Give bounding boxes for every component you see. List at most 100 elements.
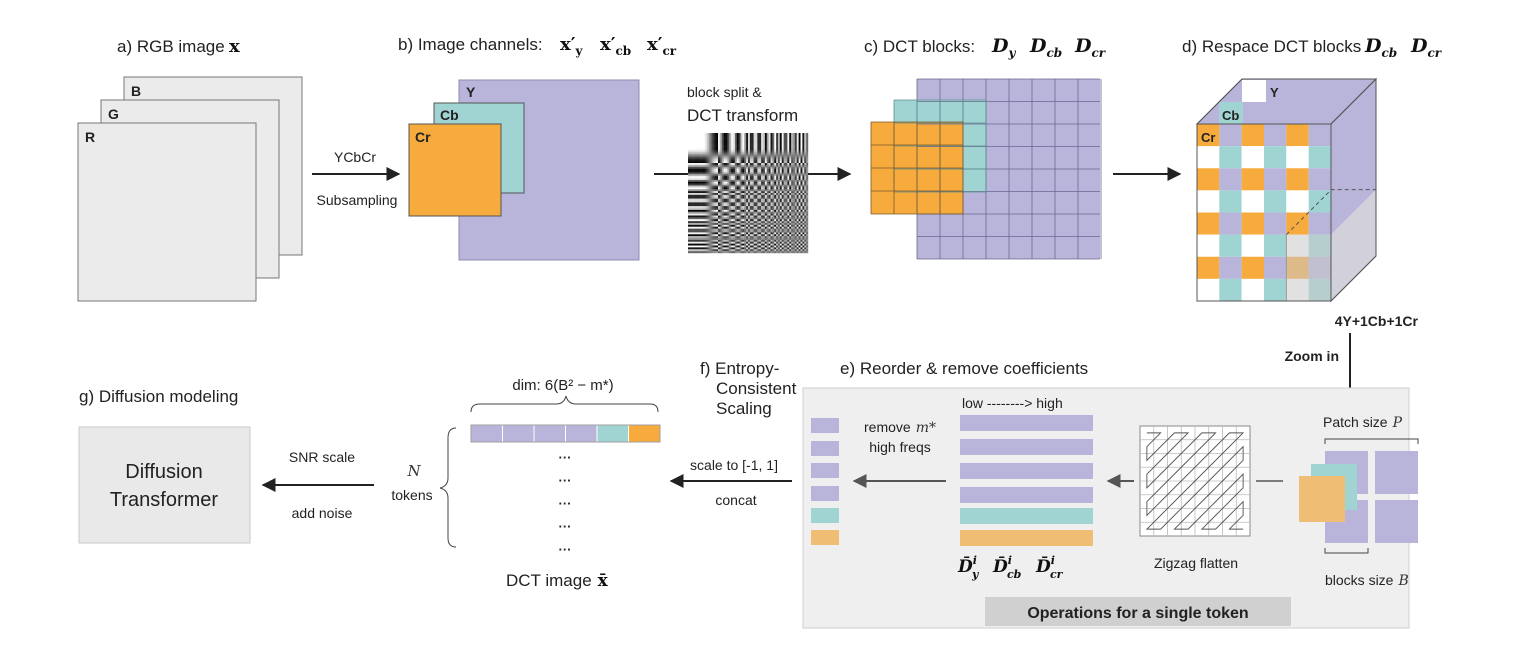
dct-basis-pixel	[721, 185, 724, 188]
dct-basis-pixel	[716, 249, 719, 252]
dct-basis-pixel	[770, 136, 773, 139]
dct-basis-pixel	[770, 159, 773, 162]
dct-basis-pixel	[787, 161, 790, 164]
dct-basis-pixel	[701, 228, 704, 231]
dct-basis-pixel	[729, 155, 732, 158]
dct-basis-pixel	[746, 230, 749, 233]
dct-basis-pixel	[751, 161, 754, 164]
dct-basis-pixel	[800, 176, 803, 179]
dct-basis-pixel	[718, 228, 721, 231]
dct-basis-pixel	[729, 157, 732, 160]
dct-basis-pixel	[740, 140, 743, 143]
dct-basis-pixel	[734, 168, 737, 171]
dct-basis-pixel	[753, 172, 756, 175]
dct-basis-pixel	[688, 163, 691, 166]
dct-basis-pixel	[789, 185, 792, 188]
dct-basis-pixel	[734, 236, 737, 239]
dct-basis-pixel	[729, 209, 732, 212]
dct-basis-pixel	[736, 155, 739, 158]
dct-basis-pixel	[802, 187, 805, 190]
dct-basis-pixel	[699, 146, 702, 149]
dct-basis-pixel	[727, 213, 730, 216]
dct-basis-pixel	[749, 232, 752, 235]
dct-basis-pixel	[736, 211, 739, 214]
dct-basis-pixel	[744, 133, 747, 136]
dct-basis-pixel	[710, 170, 713, 173]
dct-basis-pixel	[774, 172, 777, 175]
dct-basis-pixel	[800, 179, 803, 182]
dct-basis-pixel	[794, 133, 797, 136]
dct-basis-pixel	[710, 148, 713, 151]
dct-basis-pixel	[757, 234, 760, 237]
dct-basis-pixel	[746, 179, 749, 182]
dct-basis-pixel	[719, 155, 722, 158]
dct-basis-pixel	[770, 241, 773, 244]
bar-y-3	[960, 463, 1093, 479]
dct-basis-pixel	[716, 166, 719, 169]
dct-basis-pixel	[804, 153, 807, 156]
dct-basis-pixel	[798, 215, 801, 218]
dct-basis-pixel	[744, 241, 747, 244]
dct-basis-pixel	[727, 196, 730, 199]
dct-basis-pixel	[733, 202, 736, 205]
dct-basis-pixel	[755, 183, 758, 186]
dct-basis-pixel	[772, 172, 775, 175]
dct-basis-pixel	[734, 187, 737, 190]
dct-basis-pixel	[714, 234, 717, 237]
dct-basis-pixel	[776, 232, 779, 235]
dct-basis-pixel	[798, 170, 801, 173]
dct-basis-pixel	[789, 249, 792, 252]
dct-basis-pixel	[755, 232, 758, 235]
dct-basis-pixel	[721, 215, 724, 218]
dct-basis-pixel	[770, 219, 773, 222]
dct-basis-pixel	[742, 144, 745, 147]
dct-basis-pixel	[746, 183, 749, 186]
dct-basis-pixel	[802, 234, 805, 237]
dct-basis-pixel	[706, 144, 709, 147]
dct-basis-pixel	[802, 245, 805, 248]
dct-basis-pixel	[789, 176, 792, 179]
dct-basis-pixel	[704, 149, 707, 152]
dct-basis-pixel	[755, 228, 758, 231]
dct-basis-pixel	[725, 134, 728, 137]
dct-basis-pixel	[781, 249, 784, 252]
dct-basis-pixel	[746, 223, 749, 226]
dct-basis-pixel	[794, 251, 797, 254]
dct-basis-pixel	[804, 247, 807, 250]
dct-basis-pixel	[736, 133, 739, 136]
dct-basis-pixel	[785, 174, 788, 177]
dct-basis-pixel	[721, 249, 724, 252]
dct-basis-pixel	[723, 251, 726, 254]
dct-basis-pixel	[796, 151, 799, 154]
dct-basis-pixel	[768, 189, 771, 192]
dct-basis-pixel	[764, 164, 767, 167]
dct-basis-pixel	[802, 138, 805, 141]
dct-basis-pixel	[688, 172, 691, 175]
dct-basis-pixel	[701, 198, 704, 201]
dct-basis-pixel	[802, 226, 805, 229]
dct-basis-pixel	[723, 178, 726, 181]
dct-basis-pixel	[748, 223, 751, 226]
dct-basis-pixel	[733, 234, 736, 237]
dct-basis-pixel	[718, 163, 721, 166]
dct-basis-pixel	[740, 208, 743, 211]
dct-basis-pixel	[689, 157, 692, 160]
dct-basis-pixel	[714, 213, 717, 216]
dct-basis-pixel	[736, 204, 739, 207]
dct-basis-pixel	[761, 232, 764, 235]
respaced-cell	[1241, 256, 1264, 279]
dct-basis-pixel	[688, 133, 691, 136]
dct-basis-pixel	[791, 146, 794, 149]
dct-basis-pixel	[736, 142, 739, 145]
dct-basis-pixel	[701, 168, 704, 171]
dct-basis-pixel	[706, 159, 709, 162]
dct-basis-pixel	[731, 153, 734, 156]
dct-basis-pixel	[772, 211, 775, 214]
dct-basis-pixel	[729, 196, 732, 199]
dct-basis-pixel	[761, 239, 764, 242]
dct-basis-pixel	[757, 226, 760, 229]
dct-basis-pixel	[738, 134, 741, 137]
dct-basis-pixel	[774, 251, 777, 254]
dct-basis-pixel	[796, 133, 799, 136]
dct-basis-pixel	[742, 247, 745, 250]
